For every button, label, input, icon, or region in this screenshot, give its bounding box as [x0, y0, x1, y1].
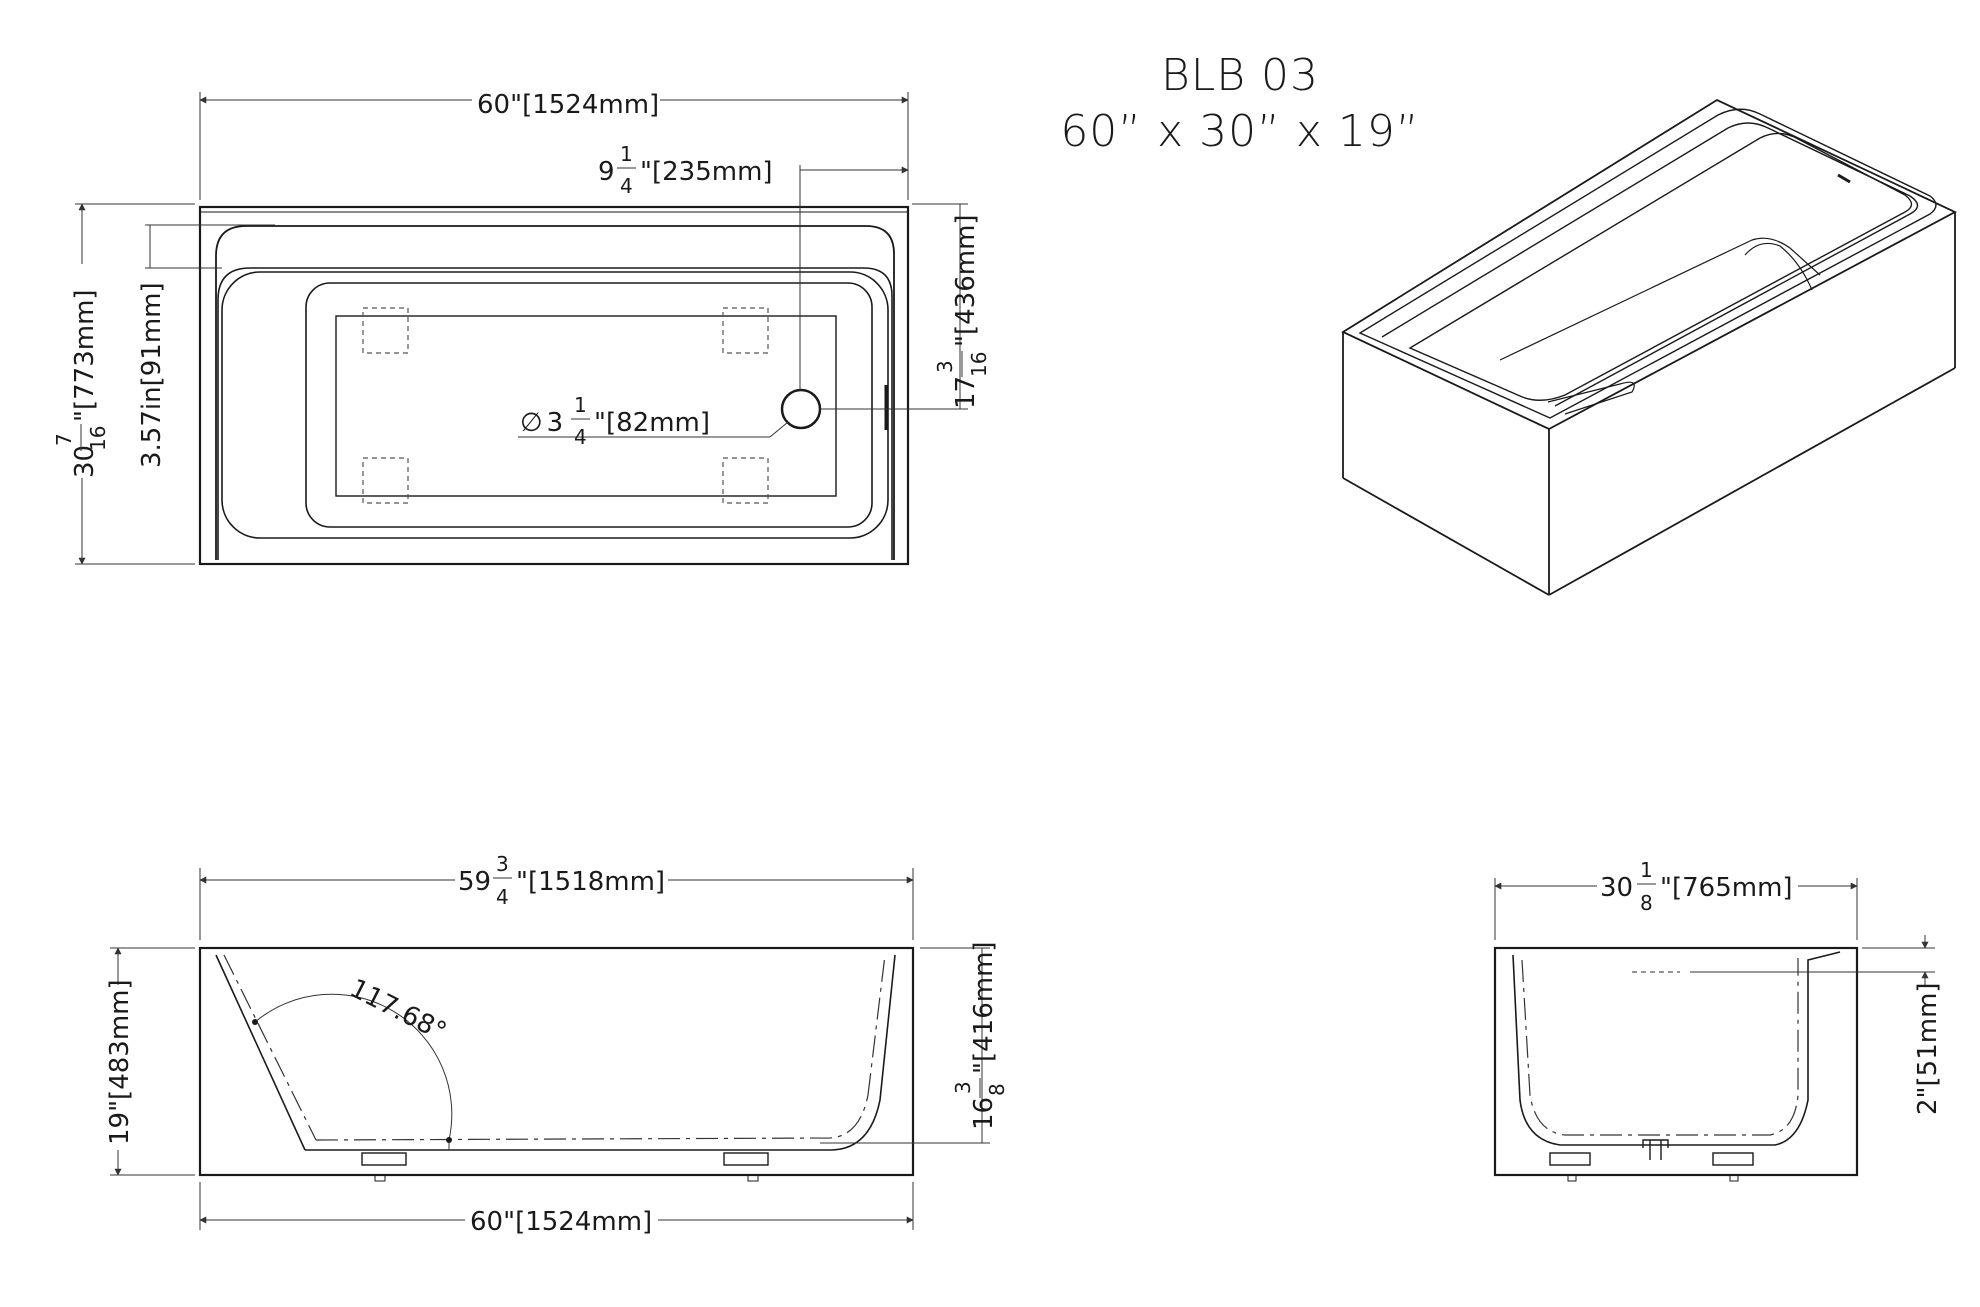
svg-text:8: 8	[985, 1083, 1009, 1096]
svg-text:3: 3	[496, 852, 509, 876]
svg-text:16: 16	[86, 426, 110, 451]
svg-text:1: 1	[574, 393, 587, 417]
dim-side-width: 30 1 8 "[765mm]	[1600, 858, 1793, 915]
svg-text:"[773mm]: "[773mm]	[70, 289, 100, 422]
svg-text:17: 17	[951, 376, 981, 409]
front-view: 117.68° 59 3 4 "[1518mm] 60"[1524mm] 19"…	[105, 852, 1009, 1237]
rear-ledge	[215, 225, 895, 560]
svg-text:4: 4	[496, 885, 509, 909]
dim-overflow-height: 2"[51mm]	[1913, 982, 1943, 1115]
basin-inner-rim	[221, 271, 889, 539]
isometric-view	[1341, 98, 1958, 596]
foot-pad	[362, 307, 409, 354]
side-view: 30 1 8 "[765mm] 2"[51mm]	[1493, 858, 1943, 1182]
dim-drain-diameter: ∅3 1 4 "[82mm]	[520, 393, 710, 449]
svg-text:59: 59	[458, 867, 491, 897]
svg-text:7: 7	[52, 433, 76, 446]
dim-drain-position: 17 3 16 "[436mm]	[933, 214, 991, 409]
svg-text:4: 4	[620, 174, 633, 198]
svg-text:"[1518mm]: "[1518mm]	[516, 867, 665, 897]
svg-text:8: 8	[1640, 891, 1653, 915]
dim-top-length: 59 3 4 "[1518mm]	[458, 852, 665, 909]
dim-overall-length: 60"[1524mm]	[477, 90, 659, 120]
dim-inner-depth: 16 3 8 "[416mm]	[951, 941, 1009, 1130]
svg-text:30: 30	[1600, 873, 1633, 903]
top-view: 60"[1524mm] 9 1 4 "[235mm] 30 7 16 "[773…	[52, 90, 991, 566]
basin-flat	[335, 315, 837, 497]
svg-text:"[82mm]: "[82mm]	[594, 408, 710, 438]
model-title: BLB 03	[1160, 50, 1320, 101]
svg-text:9: 9	[598, 157, 615, 187]
model-dimensions-title: 60” x 30” x 19”	[1060, 106, 1420, 157]
dim-height: 19"[483mm]	[105, 979, 135, 1145]
svg-text:∅3: ∅3	[520, 408, 563, 438]
dim-overall-width: 30 7 16 "[773mm]	[52, 289, 110, 478]
svg-text:"[436mm]: "[436mm]	[951, 214, 981, 347]
svg-text:16: 16	[967, 352, 991, 377]
svg-text:1: 1	[1640, 858, 1653, 882]
dim-ledge-depth: 3.57in[91mm]	[137, 282, 167, 468]
svg-text:1: 1	[620, 142, 633, 166]
svg-text:"[235mm]: "[235mm]	[640, 157, 773, 187]
side-outline	[1493, 946, 1859, 1177]
svg-text:30: 30	[70, 445, 100, 478]
svg-text:16: 16	[969, 1097, 999, 1130]
svg-text:3: 3	[933, 360, 957, 373]
basin-floor	[305, 282, 873, 528]
dim-bottom-length: 60"[1524mm]	[470, 1207, 652, 1237]
foot-pad	[722, 457, 769, 504]
foot-pad	[722, 307, 769, 354]
basin-rim	[217, 267, 893, 560]
front-outline	[198, 946, 915, 1177]
svg-text:"[416mm]: "[416mm]	[969, 941, 999, 1074]
svg-text:"[765mm]: "[765mm]	[1660, 873, 1793, 903]
svg-text:4: 4	[574, 425, 587, 449]
backrest-angle: 117.68°	[345, 974, 451, 1048]
svg-text:3: 3	[951, 1081, 975, 1094]
dim-drain-offset: 9 1 4 "[235mm]	[598, 142, 773, 198]
foot-pad	[362, 457, 409, 504]
top-outline	[198, 205, 910, 566]
